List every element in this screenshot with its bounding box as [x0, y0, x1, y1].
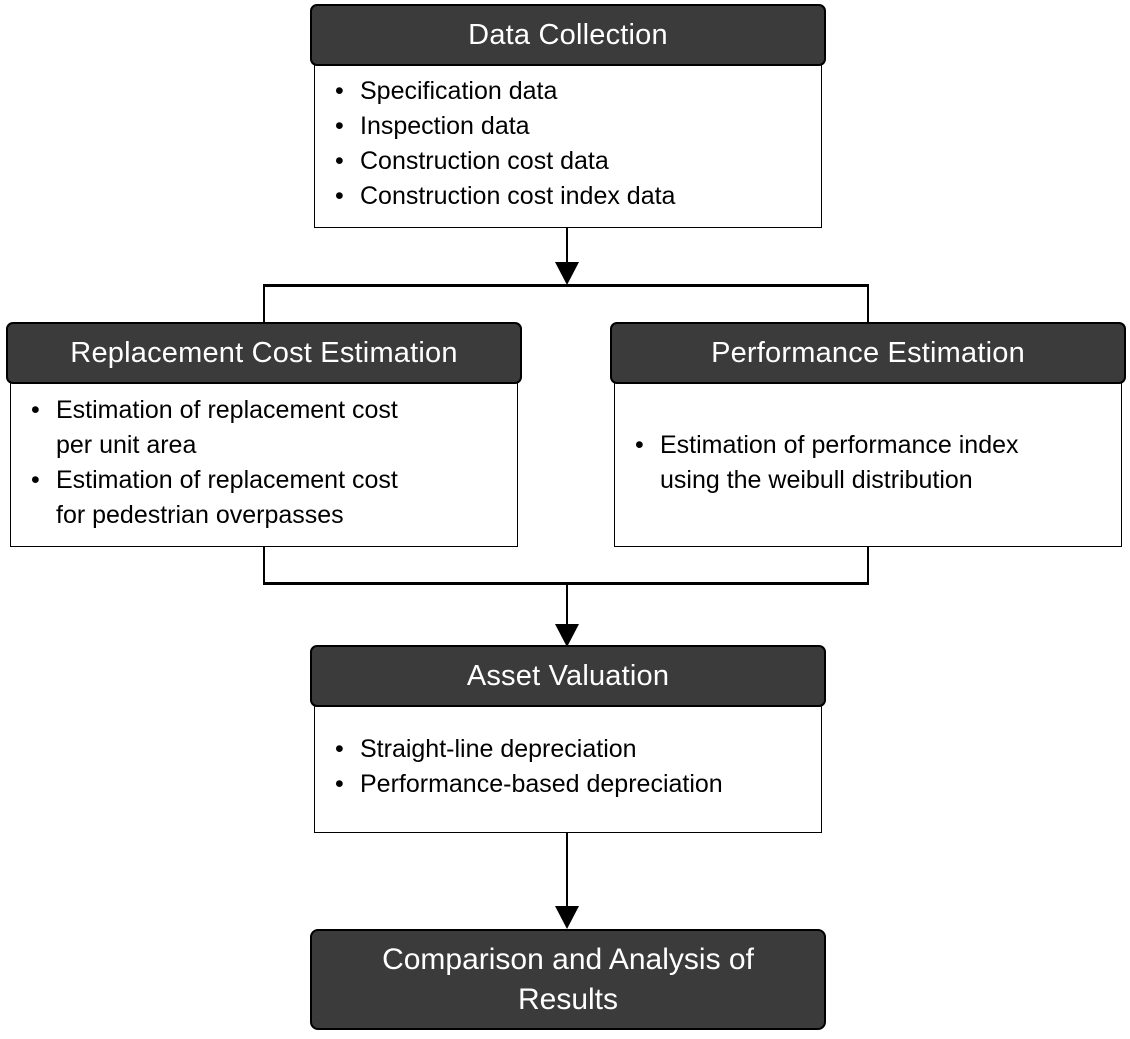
list-item: • Construction cost data — [335, 144, 811, 179]
box-data-collection-body: • Specification data • Inspection data •… — [314, 60, 822, 228]
list-item-text: Inspection data — [360, 112, 530, 140]
list-item-text: Straight-line depreciation — [360, 735, 637, 763]
box-replacement-cost-estimation: Replacement Cost Estimation • Estimation… — [6, 322, 522, 547]
connector-drop-right — [867, 284, 869, 322]
box-asset-body: • Straight-line depreciation • Performan… — [314, 701, 822, 833]
box-comparison-title-line: Comparison and Analysis of — [382, 942, 754, 976]
bullet-icon: • — [335, 147, 344, 175]
list-item: • Construction cost index data — [335, 179, 811, 214]
bullet-icon: • — [335, 770, 344, 798]
box-replacement-body: • Estimation of replacement cost per uni… — [10, 378, 518, 547]
list-item: • Specification data — [335, 74, 811, 109]
list-item: • Estimation of replacement cost for ped… — [31, 463, 507, 533]
connector-line-middle — [566, 585, 568, 627]
box-data-collection: Data Collection • Specification data • I… — [310, 4, 826, 228]
list-item: • Inspection data — [335, 109, 811, 144]
arrow-down-icon — [555, 906, 579, 929]
box-data-collection-title: Data Collection — [310, 4, 826, 66]
arrow-down-icon — [555, 262, 579, 285]
list-item-text: Estimation of performance index — [660, 430, 1019, 459]
bullet-icon: • — [335, 182, 344, 210]
list-item: • Estimation of replacement cost per uni… — [31, 393, 507, 463]
box-comparison-results: Comparison and Analysis of Results — [310, 929, 826, 1030]
bullet-icon: • — [335, 735, 344, 763]
bullet-icon: • — [335, 77, 344, 105]
box-asset-valuation: Asset Valuation • Straight-line deprecia… — [310, 645, 826, 833]
data-collection-list: • Specification data • Inspection data •… — [335, 74, 811, 214]
list-item-text: for pedestrian overpasses — [56, 500, 344, 529]
list-item-text: Specification data — [360, 77, 558, 105]
list-item-text: Construction cost index data — [360, 182, 676, 210]
box-performance-body: • Estimation of performance index using … — [614, 378, 1122, 547]
box-replacement-title: Replacement Cost Estimation — [6, 322, 522, 384]
bullet-icon: • — [31, 465, 40, 494]
connector-rise-right — [867, 547, 869, 584]
connector-rise-left — [263, 547, 265, 584]
box-asset-title: Asset Valuation — [310, 645, 826, 707]
bullet-icon: • — [31, 395, 40, 424]
connector-line-top — [566, 228, 568, 266]
performance-list: • Estimation of performance index using … — [635, 428, 1111, 498]
list-item-text: Estimation of replacement cost — [56, 465, 398, 494]
asset-list: • Straight-line depreciation • Performan… — [335, 732, 811, 802]
box-comparison-title-line: Results — [517, 982, 619, 1016]
replacement-list: • Estimation of replacement cost per uni… — [31, 393, 507, 533]
list-item-text: per unit area — [56, 430, 197, 459]
connector-line-bottom — [566, 833, 568, 909]
bullet-icon: • — [635, 430, 644, 459]
arrow-down-icon — [555, 624, 579, 647]
list-item: • Estimation of performance index using … — [635, 428, 1111, 498]
bullet-icon: • — [335, 112, 344, 140]
box-performance-estimation: Performance Estimation • Estimation of p… — [610, 322, 1126, 547]
connector-merge-bar — [263, 582, 869, 585]
list-item-text: Performance-based depreciation — [360, 770, 723, 798]
connector-drop-left — [263, 284, 265, 322]
list-item: • Performance-based depreciation — [335, 767, 811, 802]
box-performance-title: Performance Estimation — [610, 322, 1126, 384]
list-item-text: Construction cost data — [360, 147, 609, 175]
connector-split-bar — [263, 284, 869, 287]
list-item: • Straight-line depreciation — [335, 732, 811, 767]
list-item-text: using the weibull distribution — [660, 465, 973, 494]
list-item-text: Estimation of replacement cost — [56, 395, 398, 424]
